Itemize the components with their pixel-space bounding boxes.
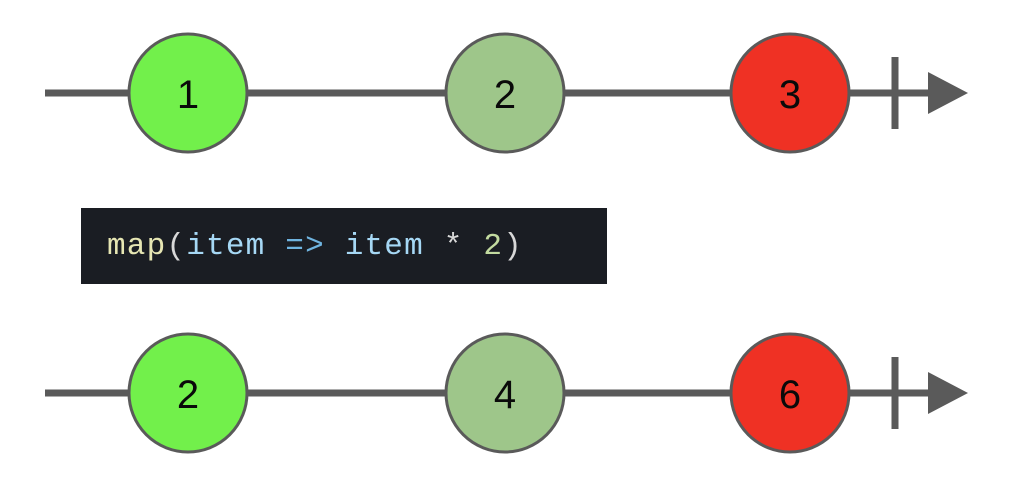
code-token-space (424, 229, 444, 264)
marble-value-label: 6 (779, 373, 801, 417)
marble-result-2[interactable]: 4 (444, 332, 566, 454)
marble-result-1[interactable]: 2 (127, 332, 249, 454)
code-token-ident: item (344, 228, 424, 264)
code-token-fn: map (107, 228, 167, 264)
operator-code-text: map(item => item * 2) (107, 231, 523, 262)
code-token-space (464, 229, 484, 264)
operator-code-block: map(item => item * 2) (81, 208, 607, 284)
timeline-result-stream: 2 4 6 (45, 332, 968, 454)
timeline-source-stream: 1 2 3 (45, 32, 968, 154)
code-token-punct: ( (166, 228, 187, 264)
code-token-num: 2 (483, 228, 504, 264)
code-token-arrow: => (285, 228, 325, 264)
marble-value-label: 4 (494, 373, 516, 417)
marble-source-3[interactable]: 3 (729, 32, 851, 154)
timeline-arrowhead-icon (928, 72, 968, 114)
marble-value-label: 3 (779, 73, 801, 117)
code-token-op: * (443, 228, 464, 264)
code-token-punct: ) (503, 228, 523, 264)
marble-circle (444, 332, 566, 454)
marble-value-label: 2 (494, 73, 516, 117)
code-token-ident: item (186, 228, 266, 264)
code-token-space (325, 229, 345, 264)
marble-circle (127, 332, 249, 454)
marble-value-label: 1 (177, 73, 199, 117)
marble-circle (444, 32, 566, 154)
timeline-arrowhead-icon (928, 372, 968, 414)
marble-result-3[interactable]: 6 (729, 332, 851, 454)
marble-value-label: 2 (177, 373, 199, 417)
marble-circle (127, 32, 249, 154)
code-token-space (265, 229, 285, 264)
marble-circle (729, 32, 851, 154)
marble-source-2[interactable]: 2 (444, 32, 566, 154)
marble-source-1[interactable]: 1 (127, 32, 249, 154)
marble-circle (729, 332, 851, 454)
